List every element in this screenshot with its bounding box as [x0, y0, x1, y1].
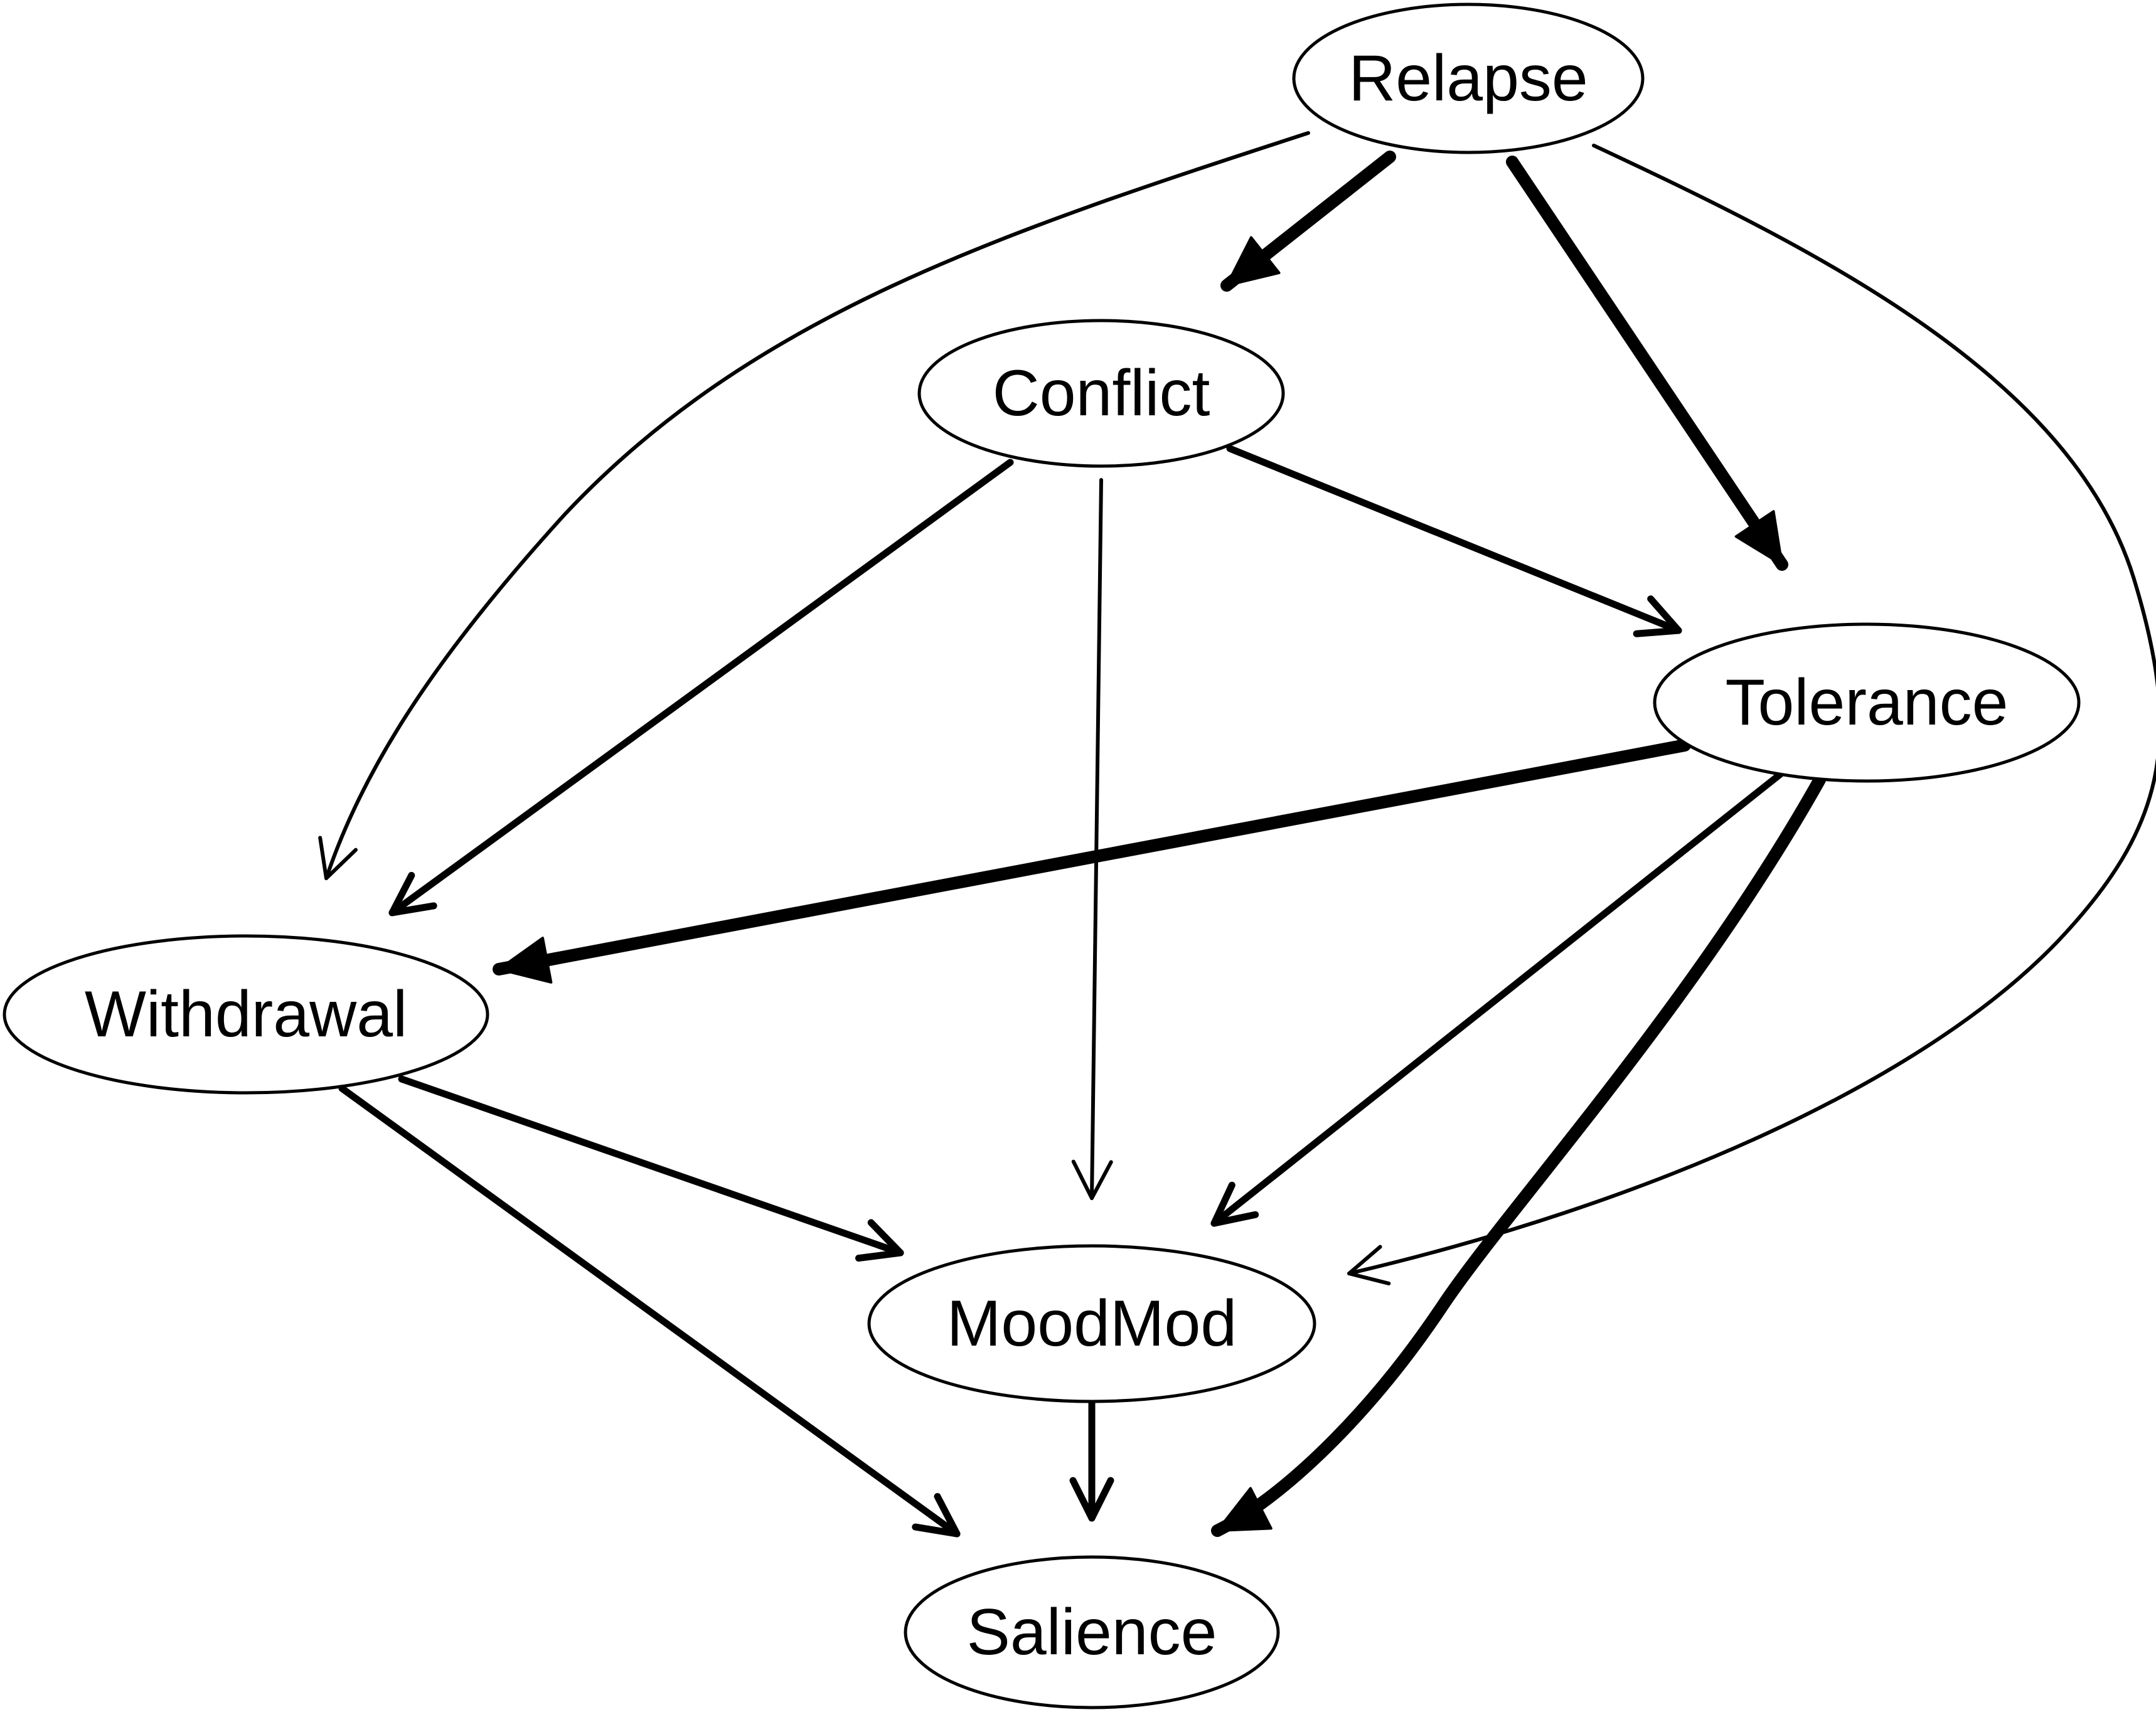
node-tolerance-label: Tolerance [1726, 666, 2009, 739]
node-tolerance: Tolerance [1653, 622, 2081, 783]
arrowhead-relapse-to-conflict [1225, 236, 1281, 287]
arrowhead-conflict-to-withdrawal [388, 871, 437, 917]
edge-relapse-to-moodmod [1347, 144, 2156, 1275]
node-relapse-label: Relapse [1348, 42, 1588, 115]
arrowhead-tolerance-to-moodmod [1210, 1181, 1259, 1227]
arrowhead-tolerance-to-salience [1216, 1487, 1273, 1532]
arrowhead-tolerance-to-withdrawal [498, 937, 553, 984]
node-salience-shape [904, 1555, 1280, 1709]
node-relapse: Relapse [1292, 3, 1645, 154]
edge-conflict-to-tolerance [1226, 445, 1682, 634]
edge-tolerance-to-withdrawal [493, 739, 1691, 975]
edge-withdrawal-to-moodmod [398, 1075, 904, 1257]
arrowhead-relapse-to-tolerance [1734, 510, 1783, 566]
edge-withdrawal-to-salience [338, 1085, 961, 1538]
arrowhead-moodmod-to-salience [1069, 1477, 1114, 1522]
node-withdrawal: Withdrawal [3, 934, 489, 1095]
edge-tolerance-to-moodmod [1210, 769, 1786, 1227]
node-tolerance-shape [1653, 622, 2081, 783]
nodes-layer: Relapse Conflict Tolerance Withdrawal Mo… [3, 3, 2081, 1709]
node-moodmod: MoodMod [867, 1244, 1316, 1403]
node-salience: Salience [904, 1555, 1280, 1709]
arrowhead-relapse-to-withdrawal [318, 836, 358, 880]
node-salience-label: Salience [967, 1596, 1217, 1669]
node-moodmod-label: MoodMod [947, 1287, 1237, 1360]
edge-conflict-to-moodmod [1090, 478, 1103, 1200]
arrowhead-relapse-to-moodmod [1347, 1245, 1391, 1285]
edges-layer [324, 131, 2156, 1538]
node-withdrawal-label: Withdrawal [85, 978, 407, 1051]
arrowhead-withdrawal-to-moodmod [855, 1219, 904, 1262]
node-withdrawal-shape [3, 934, 489, 1095]
node-conflict-label: Conflict [993, 357, 1210, 430]
node-moodmod-shape [867, 1244, 1316, 1403]
edge-relapse-to-withdrawal [324, 131, 1310, 880]
node-conflict: Conflict [917, 319, 1285, 468]
arrowheads-layer [318, 236, 1783, 1538]
edge-relapse-to-tolerance [1506, 156, 1788, 571]
node-conflict-shape [917, 319, 1285, 468]
node-relapse-shape [1292, 3, 1645, 154]
edge-tolerance-to-salience [1211, 773, 1826, 1537]
arrowhead-conflict-to-moodmod [1071, 1159, 1113, 1200]
arrowhead-conflict-to-tolerance [1633, 595, 1682, 637]
arrowhead-withdrawal-to-salience [912, 1493, 961, 1538]
edge-conflict-to-withdrawal [388, 459, 1014, 917]
